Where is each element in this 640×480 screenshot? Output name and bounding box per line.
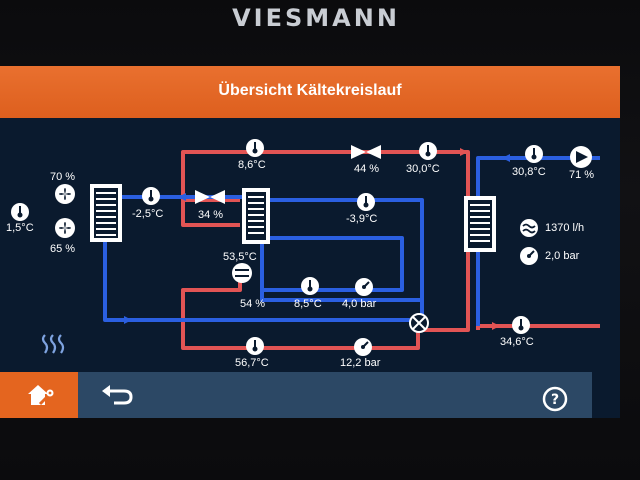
svg-text:?: ? (551, 392, 559, 408)
fan-icon (55, 184, 75, 204)
valve-icon (351, 145, 381, 159)
evaporator-temp-value: -2,5°C (132, 208, 164, 220)
secondary-pressure-value: 2,0 bar (545, 250, 580, 262)
condenser (464, 196, 496, 252)
help-icon[interactable]: ? (542, 386, 568, 412)
cold-line-suction-loop (260, 198, 424, 302)
valve-icon (195, 190, 225, 204)
low-pressure-value: 4,0 bar (342, 298, 377, 310)
manometer-icon (354, 338, 372, 356)
thermometer-icon (142, 187, 160, 205)
flow-rate-value: 1370 l/h (545, 222, 585, 234)
compressor-speed-value: 54 % (240, 298, 266, 310)
flow-icon (520, 219, 538, 237)
four-way-valve (409, 313, 429, 333)
thermometer-icon (301, 277, 319, 295)
hot-line-top-loop (181, 150, 470, 332)
return-temp-value: 34,6°C (500, 336, 534, 348)
temp-top-left-value: 8,6°C (238, 159, 266, 171)
pump-speed-value: 71 % (569, 169, 595, 181)
arrow-cold-evap (178, 193, 186, 201)
plate-heat-exchanger (242, 188, 270, 244)
supply-temp-value: 30,8°C (512, 166, 546, 178)
eev-left-opening: 34 % (198, 209, 224, 221)
bottom-temp-value: 56,7°C (235, 357, 269, 369)
fan-icon (55, 218, 75, 238)
thermometer-icon (357, 193, 375, 211)
pump-icon (570, 146, 592, 168)
thermometer-icon (246, 139, 264, 157)
bottom-nav-bar (0, 372, 592, 418)
manometer-icon (355, 278, 373, 296)
evaporator-coil (90, 184, 122, 242)
arrow-cold-sec (502, 154, 510, 162)
brand-logo: VIESMANN (232, 4, 400, 32)
eev-top-opening: 44 % (354, 163, 380, 175)
suction-temp-value: -3,9°C (346, 213, 378, 225)
page-title: Übersicht Kältekreislauf (218, 82, 402, 99)
manometer-icon (520, 247, 538, 265)
house-wrench-icon (28, 385, 54, 406)
arrow-hot-top (460, 148, 468, 156)
high-pressure-value: 12,2 bar (340, 357, 381, 369)
mid-temp-value: 8,5°C (294, 298, 322, 310)
thermometer-icon (11, 203, 29, 221)
thermometer-icon (512, 316, 530, 334)
discharge-temp-value: 53,5°C (223, 251, 257, 263)
arrow-cold-bottom (124, 316, 132, 324)
compressor-icon (232, 263, 252, 283)
temp-top-right-value: 30,0°C (406, 163, 440, 175)
thermometer-icon (246, 337, 264, 355)
fan-top-speed: 70 % (50, 171, 76, 183)
outdoor-temp-value: 1,5°C (6, 222, 34, 234)
title-bar (0, 66, 620, 118)
cold-line-secondary-supply (476, 156, 600, 326)
heat-waves-icon (41, 334, 65, 354)
arrow-hot-sec (492, 322, 500, 330)
fan-bottom-speed: 65 % (50, 243, 76, 255)
home-service-button[interactable] (0, 372, 78, 418)
thermometer-icon (525, 145, 543, 163)
back-arrow-icon[interactable] (100, 383, 134, 407)
thermometer-icon (419, 142, 437, 160)
flow-arrows (124, 148, 510, 330)
